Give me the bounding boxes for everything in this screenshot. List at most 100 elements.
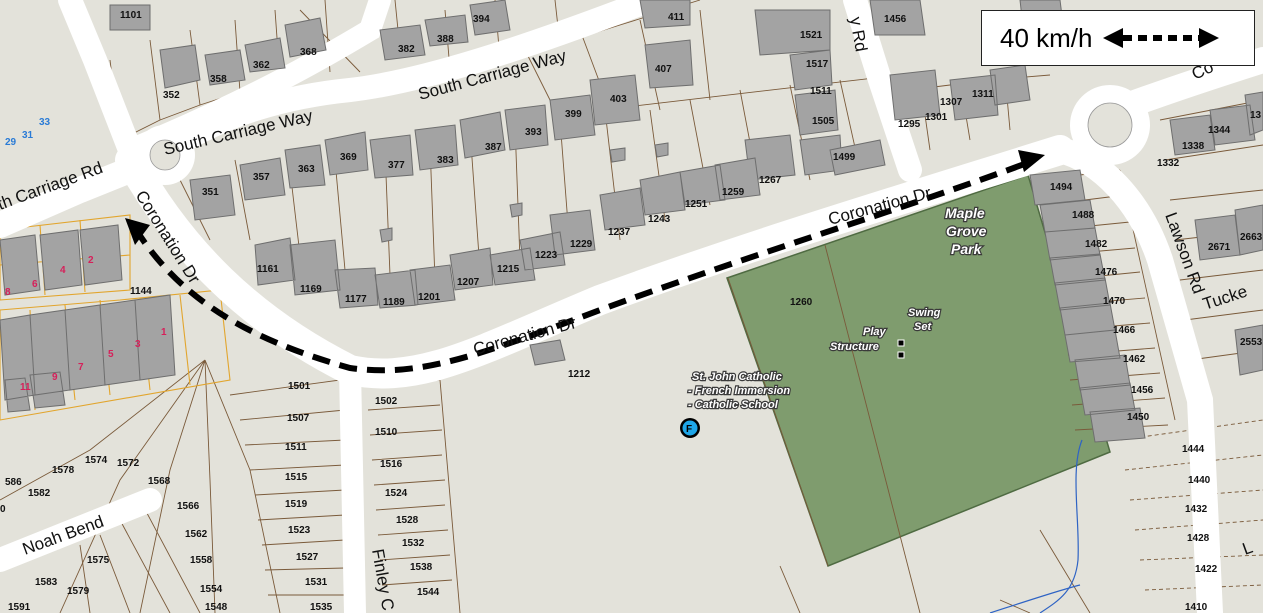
address-number: 2553 <box>1240 337 1263 348</box>
address-number: 377 <box>388 160 405 171</box>
address-number: 1519 <box>285 499 308 510</box>
address-number: 1554 <box>200 584 223 595</box>
poi-play-1: Play <box>863 326 887 338</box>
address-number: 1101 <box>120 10 142 21</box>
address-number: 1488 <box>1072 210 1095 221</box>
address-number: 1579 <box>67 586 90 597</box>
address-number: 394 <box>473 14 490 25</box>
buildings <box>0 0 1263 443</box>
address-number: 1538 <box>410 562 433 573</box>
address-number: 1568 <box>148 476 171 487</box>
route-arrowhead-west <box>125 218 150 245</box>
address-number: 1440 <box>1188 475 1211 486</box>
address-number: 1307 <box>940 97 963 108</box>
address-number: 1212 <box>568 369 591 380</box>
address-number: 1251 <box>685 199 708 210</box>
address-number: 1566 <box>177 501 200 512</box>
poi-play-2: Structure <box>830 341 879 353</box>
roundabout-east-island <box>1087 102 1133 148</box>
address-number: 1332 <box>1157 158 1180 169</box>
address-number: 383 <box>437 155 454 166</box>
address-number: 1466 <box>1113 325 1136 336</box>
address-number: 1482 <box>1085 239 1108 250</box>
address-number: 1528 <box>396 515 419 526</box>
address-number: 1259 <box>722 187 745 198</box>
speed-limit-legend: 40 km/h <box>981 10 1255 66</box>
address-number: 1502 <box>375 396 398 407</box>
address-number: 363 <box>298 164 315 175</box>
address-number: 1177 <box>345 294 367 305</box>
address-number: 1583 <box>35 577 58 588</box>
address-number: 1544 <box>417 587 440 598</box>
route-arrowhead-east <box>1018 150 1045 172</box>
park-name-line1: Maple <box>945 205 985 221</box>
address-number: 1215 <box>497 264 520 275</box>
address-number: 393 <box>525 127 542 138</box>
svg-text:F: F <box>686 424 692 435</box>
address-number: 1338 <box>1182 141 1205 152</box>
address-number: 1311 <box>972 89 994 100</box>
address-number: 1521 <box>800 30 823 41</box>
address-number: 2663 <box>1240 232 1263 243</box>
address-number: 1501 <box>288 381 311 392</box>
address-number: 1505 <box>812 116 835 127</box>
address-number: 1229 <box>570 239 593 250</box>
address-number: 1422 <box>1195 564 1218 575</box>
address-number: 11 <box>20 382 31 393</box>
address-number: 1237 <box>608 227 631 238</box>
address-number: 1189 <box>383 297 405 308</box>
address-number: 1169 <box>300 284 322 295</box>
address-number: 1578 <box>52 465 75 476</box>
address-number: 1574 <box>85 455 108 466</box>
speed-zone-route <box>125 150 1045 374</box>
address-number: 1527 <box>296 552 319 563</box>
address-number: 1456 <box>884 14 907 25</box>
address-number: 1511 <box>285 442 307 453</box>
address-number: 388 <box>437 34 454 45</box>
address-number: 1243 <box>648 214 671 225</box>
address-number: 1456 <box>1131 385 1154 396</box>
play-structure-marker <box>897 351 905 359</box>
double-headed-dashed-arrow-icon <box>1102 28 1219 48</box>
address-number: 1144 <box>130 286 152 297</box>
school-marker-icon[interactable]: F <box>680 418 700 438</box>
school-label-3: - Catholic School <box>688 399 779 411</box>
address-number: 1470 <box>1103 296 1126 307</box>
address-number: 1207 <box>457 277 480 288</box>
address-number: 13 <box>1250 110 1262 121</box>
address-number: 351 <box>202 187 219 198</box>
address-number: 362 <box>253 60 270 71</box>
address-number: 6 <box>32 279 38 290</box>
address-number: 29 <box>5 137 17 148</box>
address-number: 1572 <box>117 458 140 469</box>
address-number: 586 <box>5 477 22 488</box>
address-number: 1511 <box>810 86 832 97</box>
address-number: 3 <box>135 339 141 350</box>
school-label-1: St. John Catholic <box>692 371 782 383</box>
address-number: 1 <box>161 327 167 338</box>
roundabout-west-island <box>149 139 181 171</box>
address-number: 1591 <box>8 602 31 613</box>
speed-limit-text: 40 km/h <box>1000 22 1093 53</box>
address-number: 411 <box>668 12 685 23</box>
address-number: 33 <box>39 117 51 128</box>
address-number: 1494 <box>1050 182 1073 193</box>
address-number: 1295 <box>898 119 921 130</box>
address-number: 1524 <box>385 488 408 499</box>
address-number: 1260 <box>790 297 813 308</box>
address-number: 1476 <box>1095 267 1118 278</box>
poi-swing-2: Set <box>914 321 932 333</box>
address-number: 8 <box>5 287 11 298</box>
address-number: 1575 <box>87 555 110 566</box>
address-number: 1432 <box>1185 504 1208 515</box>
address-number: 399 <box>565 109 582 120</box>
address-number: 1450 <box>1127 412 1150 423</box>
address-number: 1267 <box>759 175 782 186</box>
address-number: 5 <box>108 349 114 360</box>
address-number: 1161 <box>257 264 279 275</box>
address-number: 1531 <box>305 577 328 588</box>
address-number: 1510 <box>375 427 398 438</box>
address-number: 368 <box>300 47 317 58</box>
